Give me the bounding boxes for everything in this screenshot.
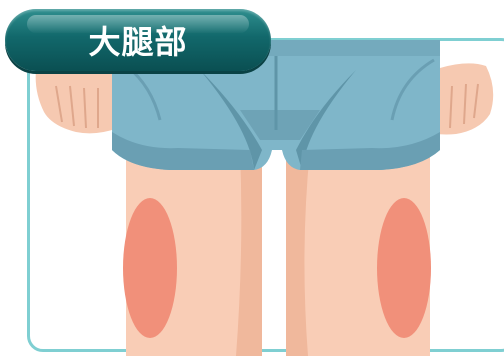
page-title: 大腿部 bbox=[88, 23, 188, 61]
left-hand bbox=[35, 61, 118, 134]
right-injection-area bbox=[377, 198, 431, 338]
title-banner: 大腿部 bbox=[5, 9, 271, 71]
left-injection-area bbox=[123, 198, 177, 338]
